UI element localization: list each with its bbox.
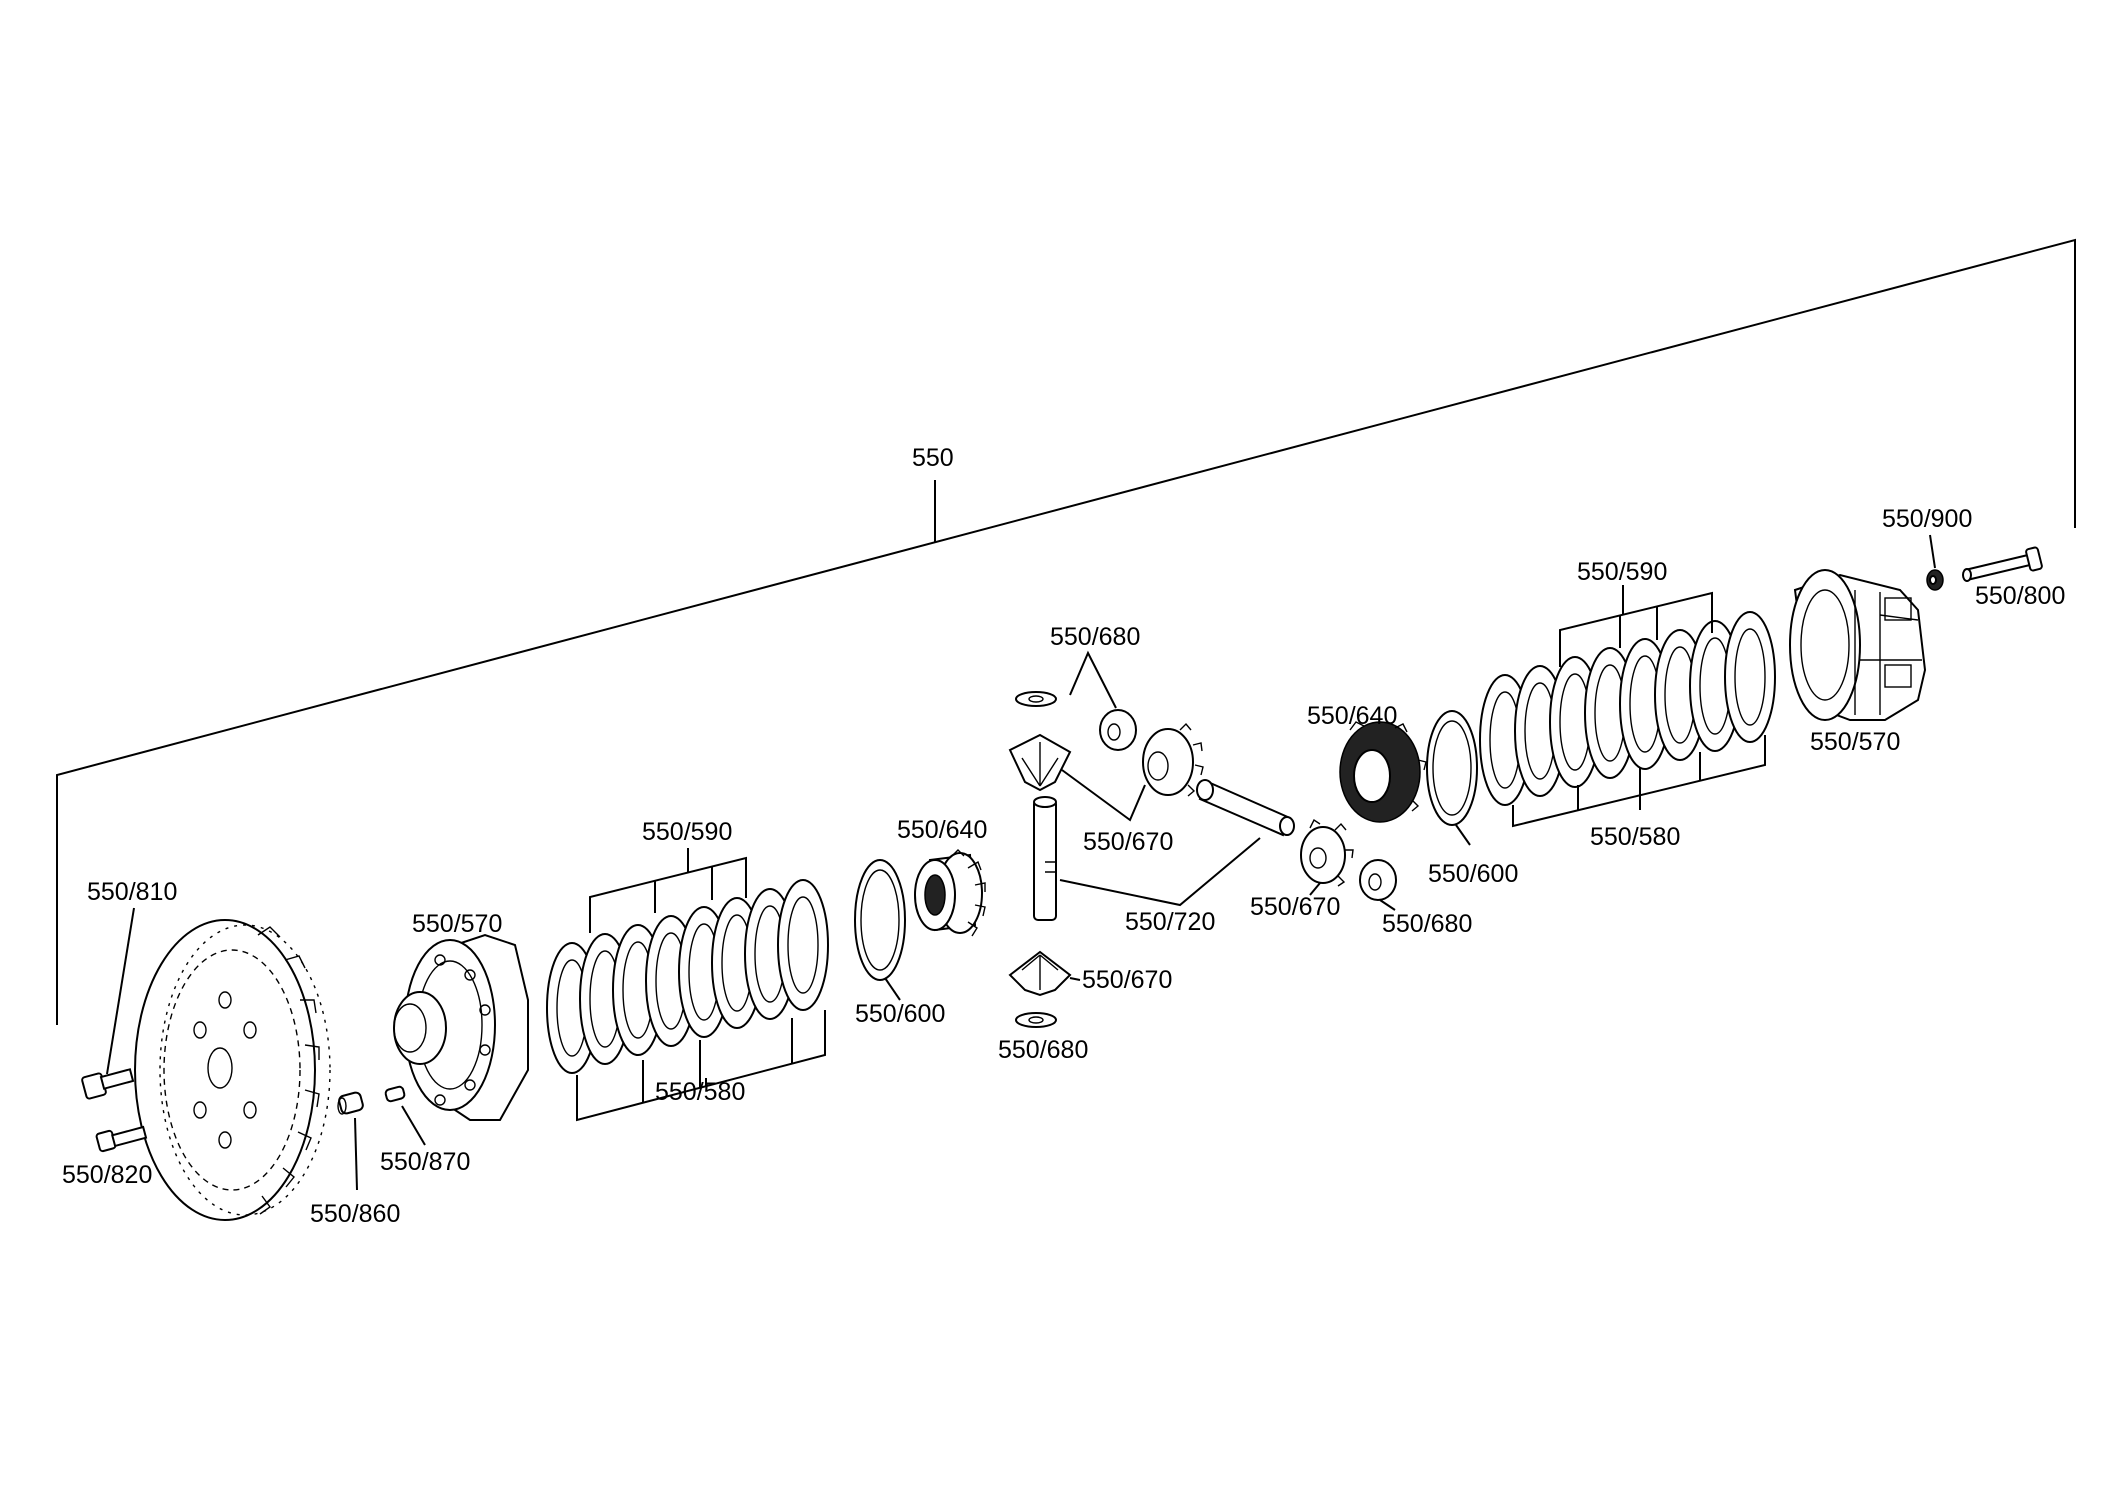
leader-900 — [1929, 534, 1936, 569]
callout-720: 550/720 — [1125, 908, 1215, 936]
callout-680-top: 550/680 — [1050, 623, 1140, 651]
thrust-washer-600-right — [1426, 710, 1478, 826]
bolt-810 — [81, 1068, 135, 1100]
washer-680-bottom — [1015, 1012, 1057, 1028]
callout-600-left: 550/600 — [855, 1000, 945, 1028]
pinion-670-right — [1300, 818, 1354, 887]
washer-680-top — [1015, 691, 1057, 707]
callout-800: 550/800 — [1975, 582, 2065, 610]
callout-810: 550/810 — [87, 878, 177, 906]
assembly-bracket — [56, 238, 2076, 1025]
callout-670-b: 550/670 — [1082, 966, 1172, 994]
callout-580-right: 550/580 — [1590, 823, 1680, 851]
callout-640-left: 550/640 — [897, 816, 987, 844]
washer-680-right-lower — [1359, 859, 1397, 901]
pinion-670-top-right — [1142, 722, 1204, 797]
callout-670-c: 550/670 — [1250, 893, 1340, 921]
differential-case-left — [393, 933, 529, 1121]
bracket-590-right — [1559, 585, 1713, 667]
callout-680-bottom: 550/680 — [998, 1036, 1088, 1064]
callout-860: 550/860 — [310, 1200, 400, 1228]
side-gear-640-left — [914, 849, 986, 937]
leader-720 — [1059, 837, 1261, 907]
leader-810 — [106, 907, 135, 1075]
clutch-plates-right — [1479, 611, 1776, 806]
leader-670-c — [1309, 882, 1321, 896]
callout-870: 550/870 — [380, 1148, 470, 1176]
thrust-washer-600-left — [854, 859, 906, 981]
pinion-670-bottom — [1008, 950, 1072, 997]
callout-590-left: 550/590 — [642, 818, 732, 846]
leader-680-c — [1379, 899, 1396, 911]
nut-900 — [1926, 569, 1944, 591]
bracket-590-left — [589, 848, 747, 933]
callout-640-right: 550/640 — [1307, 702, 1397, 730]
bolt-800 — [1962, 546, 2043, 582]
bracket-580-left — [576, 1010, 826, 1122]
clutch-plates-left — [546, 879, 829, 1074]
callout-820: 550/820 — [62, 1161, 152, 1189]
callout-670-a: 550/670 — [1083, 828, 1173, 856]
callout-590-right: 550/590 — [1577, 558, 1667, 586]
bolt-820 — [95, 1125, 148, 1153]
leader-600-left — [884, 977, 901, 1001]
assembly-label: 550 — [912, 444, 954, 472]
ring-gear — [134, 919, 331, 1221]
callout-570-right: 550/570 — [1810, 728, 1900, 756]
leader-670-a — [1061, 769, 1146, 822]
callout-580-left: 550/580 — [655, 1078, 745, 1106]
leader-600-right — [1455, 824, 1471, 846]
leader-860 — [354, 1117, 358, 1191]
leader-680-top — [1069, 650, 1117, 709]
differential-case-right — [1789, 569, 1927, 721]
washer-680-right — [1099, 709, 1137, 751]
callout-570-left: 550/570 — [412, 910, 502, 938]
pinion-670-top-left — [1008, 733, 1072, 792]
leader-870 — [401, 1105, 426, 1146]
callout-680-c: 550/680 — [1382, 910, 1472, 938]
side-gear-640-right — [1339, 721, 1427, 823]
callout-600-right: 550/600 — [1428, 860, 1518, 888]
bracket-580-right — [1512, 735, 1766, 828]
callout-900: 550/900 — [1882, 505, 1972, 533]
pin-870 — [384, 1085, 406, 1103]
cross-shaft-720-diagonal — [1196, 779, 1295, 837]
cross-shaft-720-vertical — [1033, 796, 1057, 921]
bushing-860 — [337, 1091, 364, 1115]
leader-670-b — [1069, 977, 1081, 981]
